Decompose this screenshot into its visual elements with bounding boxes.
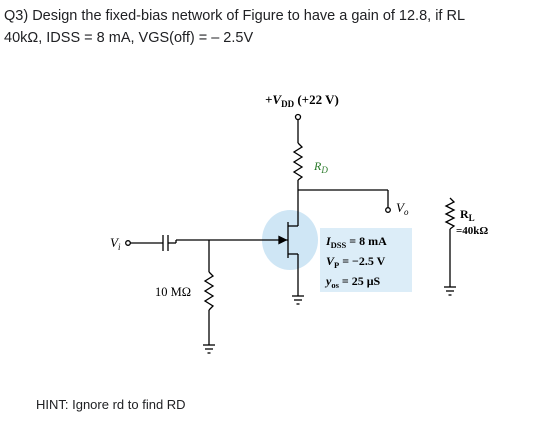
vp-param: VP = −2.5 V [326,254,386,270]
jfet-highlight [262,210,318,270]
rg-label: 10 MΩ [155,285,191,299]
vi-terminal [125,240,131,246]
rl-label: RL [460,207,475,223]
hint-text: HINT: Ignore rd to find RD [36,397,186,412]
rd-resistor [292,142,304,181]
vo-terminal [385,207,391,213]
idss-param: IDSS = 8 mA [325,234,387,250]
jfet-gate-arrow [278,235,288,245]
rl-value: =40kΩ [456,225,488,237]
rl-resistor [444,197,456,230]
rg-resistor [203,271,215,311]
question-line-1: Q3) Design the fixed-bias network of Fig… [4,8,466,24]
param-highlight [320,228,412,292]
question-line-2: 40kΩ, IDSS = 8 mA, VGS(off) = – 2.5V [4,30,254,46]
vdd-terminal [294,113,302,121]
vdd-label: +VDD (+22 V) [265,92,339,109]
vi-label: Vi [110,235,121,252]
yos-param: yos = 25 μS [324,274,381,290]
rd-label: RD [313,159,328,175]
vo-label: Vo [396,200,409,217]
